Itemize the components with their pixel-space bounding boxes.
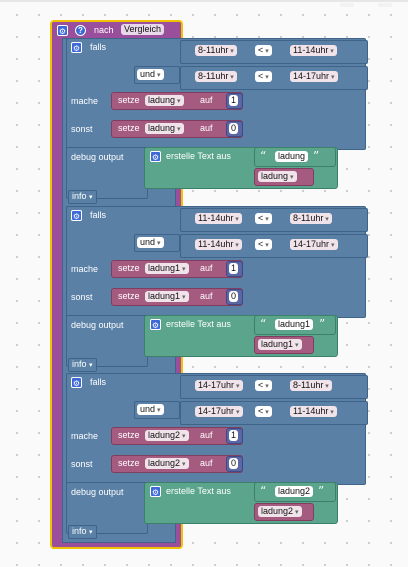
number-field[interactable]: 1: [229, 263, 239, 274]
variable-field[interactable]: 8-11uhr: [195, 45, 237, 56]
debug-output-block[interactable]: [66, 315, 148, 367]
variable-field[interactable]: 14-17uhr: [195, 406, 243, 417]
set-label: setze: [118, 123, 140, 133]
if-label: falls: [90, 210, 107, 220]
to-label: auf: [200, 263, 213, 273]
variable-field[interactable]: ladung1: [145, 291, 189, 302]
gear-icon[interactable]: ⚙: [57, 25, 68, 36]
chevron-down-icon: ▾: [89, 194, 93, 201]
quote-close-icon: ”: [318, 484, 325, 498]
variable-field[interactable]: 11-14uhr: [195, 213, 242, 224]
debug-label: debug output: [71, 487, 124, 497]
set-label: setze: [118, 430, 140, 440]
number-field[interactable]: 0: [229, 291, 239, 302]
gear-icon[interactable]: ⚙: [71, 210, 82, 221]
operator-select[interactable]: <: [255, 71, 272, 82]
string-field[interactable]: ladung: [275, 151, 309, 162]
set-label: setze: [118, 291, 140, 301]
variable-field[interactable]: ladung2: [258, 506, 302, 517]
function-keyword: nach: [94, 25, 114, 35]
log-level-select[interactable]: info ▾: [68, 190, 97, 204]
chevron-down-icon: ▾: [89, 529, 93, 536]
then-label: mache: [71, 264, 99, 274]
debug-label: debug output: [71, 320, 124, 330]
variable-field[interactable]: 8-11uhr: [290, 213, 332, 224]
log-level-select[interactable]: info ▾: [68, 525, 97, 539]
log-level-label: info: [72, 359, 87, 369]
to-label: auf: [200, 95, 213, 105]
variable-field[interactable]: 14-17uhr: [290, 239, 338, 250]
string-field[interactable]: ladung1: [275, 319, 314, 330]
string-field[interactable]: ladung2: [275, 486, 314, 497]
variable-field[interactable]: 11-14uhr: [290, 45, 337, 56]
variable-field[interactable]: 14-17uhr: [290, 71, 338, 82]
to-label: auf: [200, 123, 213, 133]
variable-field[interactable]: ladung1: [145, 263, 189, 274]
variable-field[interactable]: ladung1: [258, 339, 302, 350]
variable-field[interactable]: ladung2: [145, 458, 189, 469]
operator-select[interactable]: <: [255, 239, 272, 250]
else-label: sonst: [71, 292, 93, 302]
to-label: auf: [200, 291, 213, 301]
gear-icon[interactable]: ⚙: [150, 319, 161, 330]
gear-icon[interactable]: ⚙: [71, 377, 82, 388]
variable-field[interactable]: ladung: [145, 95, 184, 106]
quote-open-icon: “: [260, 317, 267, 331]
quote-open-icon: “: [260, 149, 267, 163]
else-label: sonst: [71, 459, 93, 469]
gear-icon[interactable]: ⚙: [150, 486, 161, 497]
operator-select[interactable]: <: [255, 380, 272, 391]
quote-close-icon: ”: [313, 149, 320, 163]
variable-field[interactable]: 8-11uhr: [290, 380, 332, 391]
top-border: [0, 0, 408, 2]
and-select[interactable]: und: [137, 69, 164, 80]
variable-field[interactable]: 8-11uhr: [195, 71, 237, 82]
variable-field[interactable]: 11-14uhr: [195, 239, 242, 250]
help-icon[interactable]: ?: [75, 25, 86, 36]
to-label: auf: [200, 458, 213, 468]
function-name-field[interactable]: Vergleich: [121, 24, 165, 35]
create-text-label: erstelle Text aus: [166, 486, 231, 496]
and-select[interactable]: und: [137, 237, 164, 248]
debug-label: debug output: [71, 152, 124, 162]
operator-select[interactable]: <: [255, 213, 272, 224]
number-field[interactable]: 1: [229, 95, 239, 106]
set-label: setze: [118, 263, 140, 273]
if-label: falls: [90, 377, 107, 387]
create-text-label: erstelle Text aus: [166, 319, 231, 329]
number-field[interactable]: 0: [229, 458, 239, 469]
operator-select[interactable]: <: [255, 406, 272, 417]
create-text-label: erstelle Text aus: [166, 151, 231, 161]
number-field[interactable]: 1: [229, 430, 239, 441]
if-label: falls: [90, 42, 107, 52]
variable-field[interactable]: ladung2: [145, 430, 189, 441]
toolbar-hint: [340, 3, 354, 7]
toolbar-hint: [378, 3, 392, 7]
variable-field[interactable]: 14-17uhr: [195, 380, 243, 391]
to-label: auf: [200, 430, 213, 440]
chevron-down-icon: ▾: [89, 362, 93, 369]
then-label: mache: [71, 431, 99, 441]
number-field[interactable]: 0: [229, 123, 239, 134]
then-label: mache: [71, 96, 99, 106]
quote-open-icon: “: [260, 484, 267, 498]
operator-select[interactable]: <: [255, 45, 272, 56]
variable-field[interactable]: ladung: [258, 171, 297, 182]
log-level-select[interactable]: info ▾: [68, 358, 97, 372]
variable-field[interactable]: ladung: [145, 123, 184, 134]
variable-field[interactable]: 11-14uhr: [290, 406, 337, 417]
else-label: sonst: [71, 124, 93, 134]
and-select[interactable]: und: [137, 404, 164, 415]
gear-icon[interactable]: ⚙: [150, 151, 161, 162]
set-label: setze: [118, 95, 140, 105]
log-level-label: info: [72, 526, 87, 536]
gear-icon[interactable]: ⚙: [71, 42, 82, 53]
set-label: setze: [118, 458, 140, 468]
quote-close-icon: ”: [319, 317, 326, 331]
log-level-label: info: [72, 191, 87, 201]
